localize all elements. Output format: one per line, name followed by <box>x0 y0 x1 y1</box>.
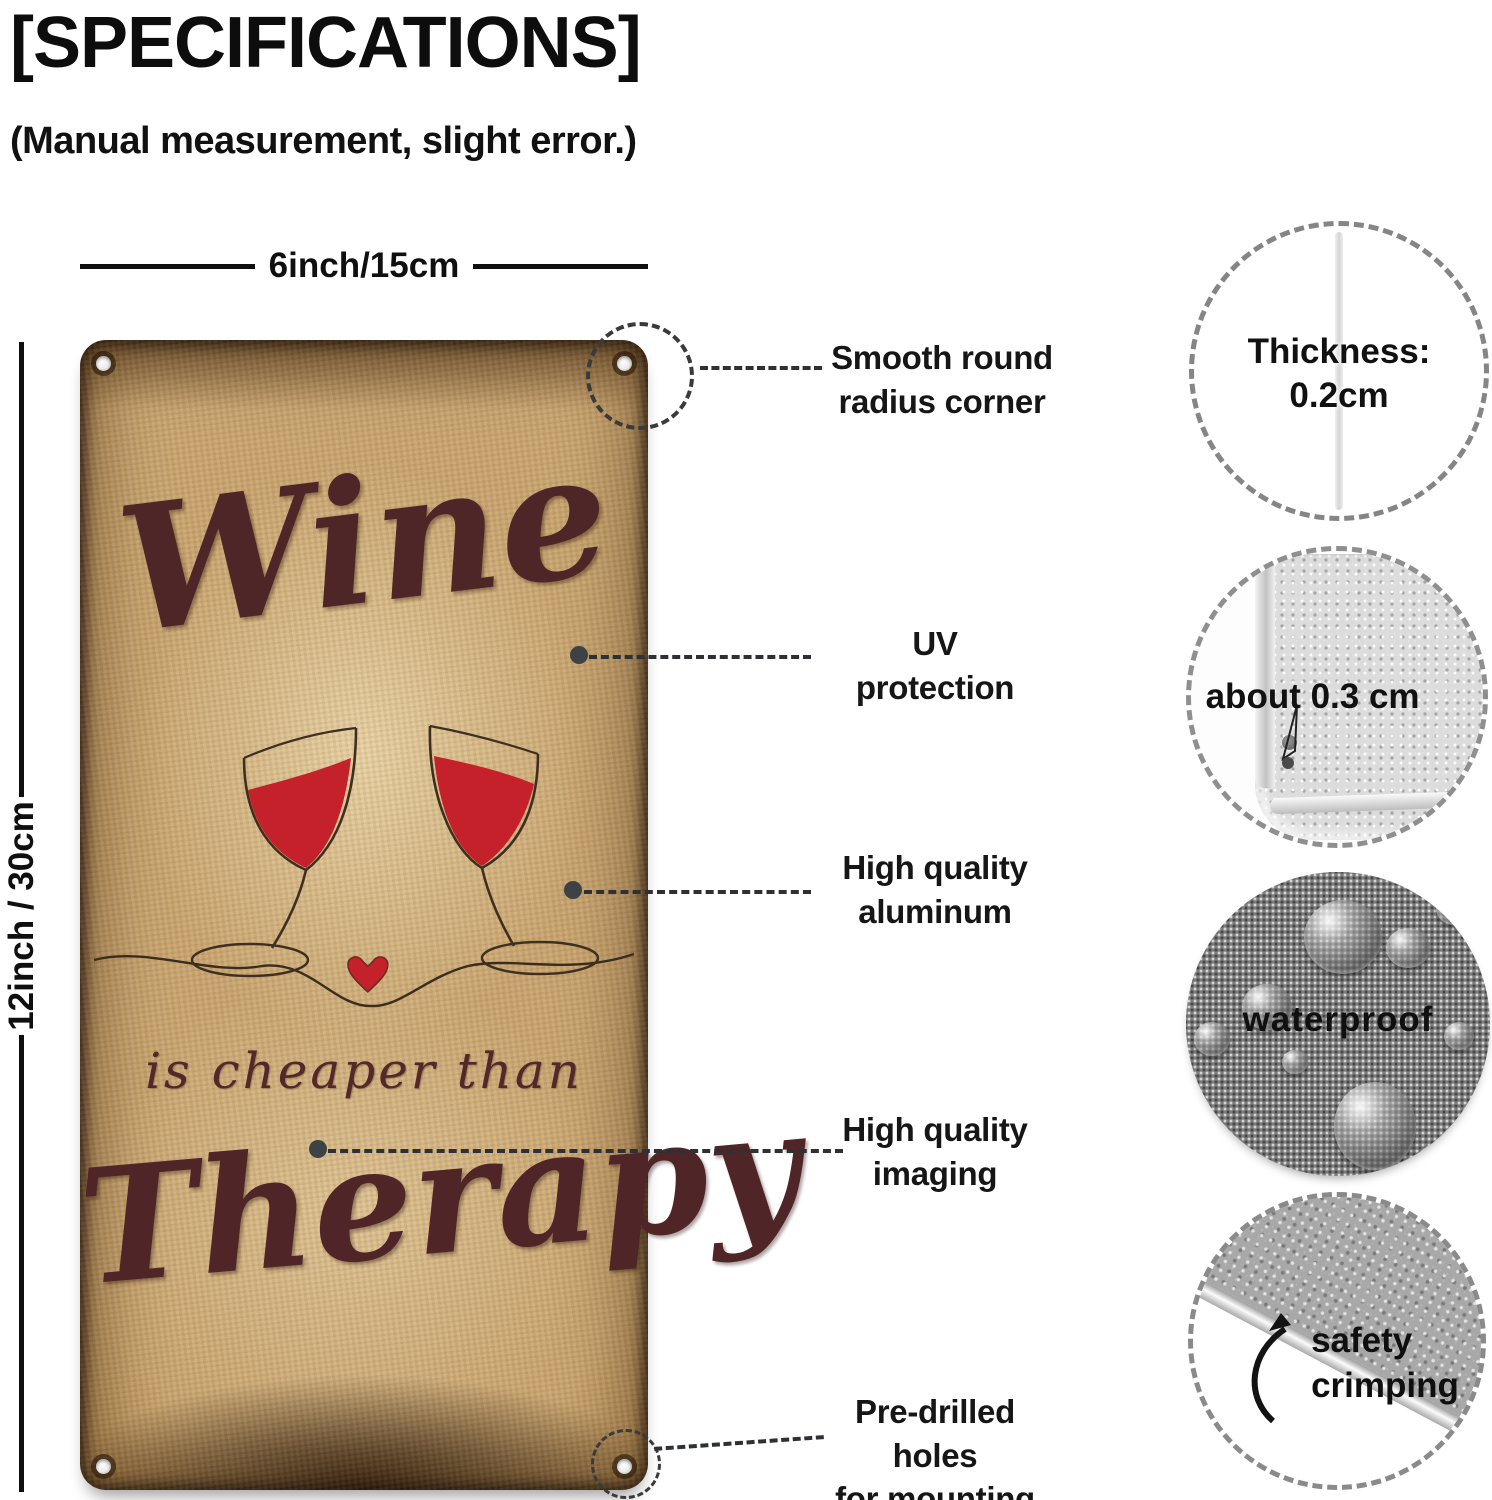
sign-word-wine: Wine <box>108 410 620 673</box>
callout-line-uv <box>589 655 811 659</box>
glass-bowl-left <box>242 727 358 872</box>
wine-fill-right <box>434 756 534 866</box>
waterproof-label: waterproof <box>1242 999 1434 1039</box>
callout-aluminum: High quality aluminum <box>815 846 1055 933</box>
water-drop <box>1414 1142 1472 1176</box>
callout-aluminum-line2: aluminum <box>858 892 1012 930</box>
crimping-label-line2: crimping <box>1311 1366 1459 1406</box>
edge-detail-circle: about 0.3 cm <box>1186 546 1488 848</box>
callout-corner-line1: Smooth round <box>831 339 1053 376</box>
callout-line-holes <box>654 1435 824 1451</box>
hole-highlight-circle <box>591 1429 661 1499</box>
water-drop <box>1304 900 1382 974</box>
callout-line-imaging <box>328 1149 843 1153</box>
callout-uv-line1: UV <box>912 625 958 662</box>
water-drop <box>1282 1050 1308 1074</box>
callout-imaging-line1: High quality <box>842 1111 1028 1148</box>
metal-folded-edge <box>1255 553 1276 788</box>
mounting-hole-top-left <box>96 356 111 371</box>
callout-holes-line1: Pre-drilled holes <box>855 1393 1015 1474</box>
callout-imaging-line2: imaging <box>872 1154 998 1192</box>
heart-icon <box>347 956 389 994</box>
mounting-hole-bottom-left <box>96 1459 111 1474</box>
height-dimension-label: 12inch / 30cm <box>2 801 41 1031</box>
corner-highlight-circle <box>586 322 694 430</box>
sign-word-therapy: Therapy <box>73 1074 808 1322</box>
crimping-pointer-arrow <box>1251 1312 1292 1424</box>
width-dimension-label: 6inch/15cm <box>268 246 460 285</box>
wine-glasses-illustration <box>94 724 634 1008</box>
glass-stem-left <box>270 869 308 949</box>
water-drop <box>1334 1082 1416 1170</box>
crimping-label-line1: safety <box>1311 1320 1413 1360</box>
crimping-detail-circle: safety crimping <box>1188 1192 1486 1490</box>
callout-holes: Pre-drilled holes for mounting <box>815 1390 1055 1500</box>
callout-uv-line2: protection <box>855 668 1015 706</box>
callout-holes-line2: for mounting <box>835 1480 1035 1500</box>
edge-pointer-arrow <box>1281 704 1298 769</box>
thickness-label-line1: Thickness: <box>1247 332 1431 372</box>
glass-rim-right <box>429 724 539 756</box>
glass-bowl-right <box>428 725 540 870</box>
thickness-detail-circle: Thickness: 0.2cm <box>1189 221 1489 521</box>
callout-line-corner <box>700 366 822 370</box>
callout-dot-aluminum <box>564 881 582 899</box>
height-dimension-line-top <box>19 342 24 797</box>
water-drop <box>1242 984 1292 1030</box>
callout-uv: UV protection <box>815 622 1055 709</box>
thickness-sheet-line <box>1335 232 1343 510</box>
waterproof-detail-circle: waterproof <box>1186 872 1490 1176</box>
crimping-label: safety crimping <box>1311 1318 1459 1409</box>
thickness-label: Thickness: 0.2cm <box>1194 330 1484 418</box>
callout-corner: Smooth round radius corner <box>822 336 1062 423</box>
water-drop <box>1194 1022 1230 1056</box>
width-dimension-line-right <box>473 263 648 269</box>
width-dimension-line-left <box>80 263 255 269</box>
flourish-line <box>94 952 634 1008</box>
callout-dot-uv <box>570 646 588 664</box>
callout-line-aluminum <box>584 890 811 894</box>
wine-fill-left <box>248 758 351 868</box>
callout-imaging: High quality imaging <box>815 1108 1055 1195</box>
height-dimension-line-bottom <box>19 1035 24 1492</box>
glass-rim-left <box>243 726 357 760</box>
tin-sign: Wine is cheaper than Therapy <box>73 340 807 1490</box>
sign-word-cheaper: is cheaper than <box>145 1042 583 1100</box>
page-title: [SPECIFICATIONS] <box>10 3 642 83</box>
thickness-label-line2: 0.2cm <box>1289 376 1389 416</box>
page-subtitle: (Manual measurement, slight error.) <box>10 120 637 162</box>
glass-base-left <box>190 942 310 978</box>
callout-corner-line2: radius corner <box>838 382 1046 420</box>
edge-label: about 0.3 cm <box>1205 676 1420 716</box>
glass-stem-right <box>480 867 516 947</box>
water-drop <box>1386 928 1430 968</box>
callout-dot-imaging <box>309 1140 327 1158</box>
width-dimension: 6inch/15cm <box>80 246 648 286</box>
glass-base-right <box>480 940 600 976</box>
water-drop <box>1436 892 1472 925</box>
callout-aluminum-line1: High quality <box>842 849 1028 886</box>
water-drop <box>1444 1022 1474 1050</box>
